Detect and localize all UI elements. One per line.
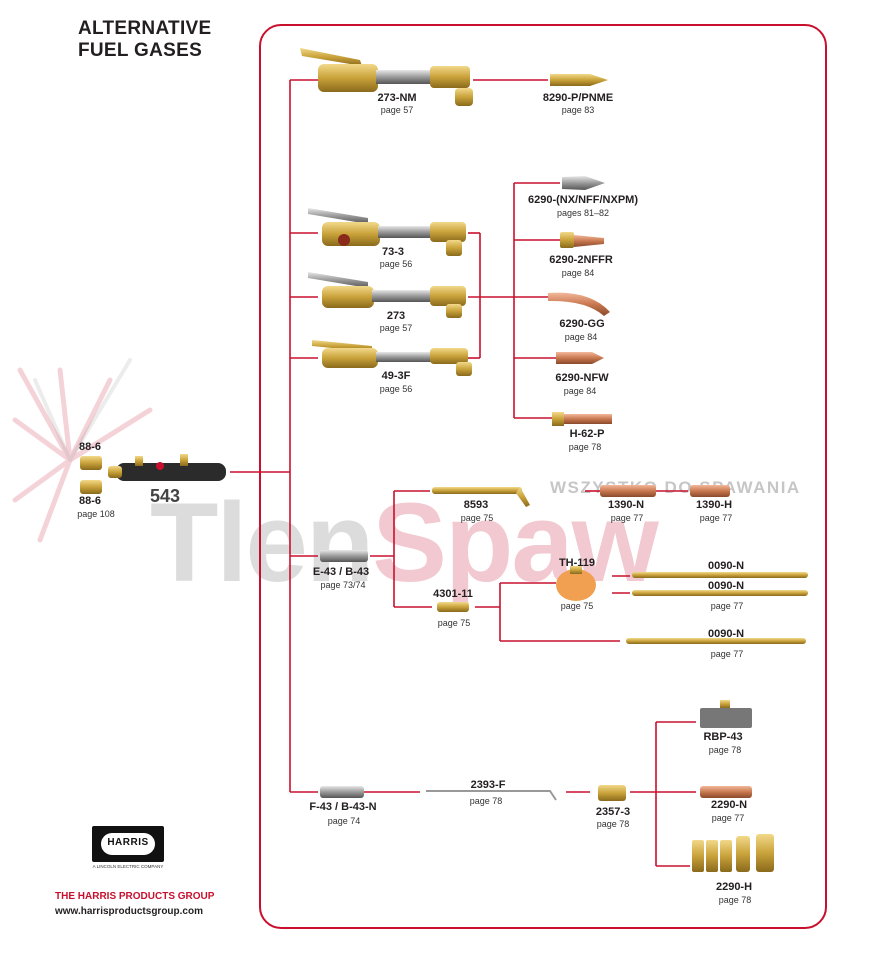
label-1390-h: 1390-H	[695, 499, 733, 511]
page-273-nm: page 57	[380, 105, 414, 115]
label-e-43: E-43 / B-43	[312, 566, 370, 578]
tip-2290-n[interactable]	[700, 786, 752, 798]
tip-8593[interactable]	[432, 487, 530, 507]
logo-subtitle: A LINCOLN ELECTRIC COMPANY	[92, 864, 164, 869]
page-88-6: page 108	[77, 509, 115, 519]
label-0090-n-c: 0090-N	[707, 628, 745, 640]
adapter-e-43[interactable]	[320, 550, 368, 562]
tip-6290-2nffr[interactable]	[560, 232, 604, 248]
page-h-62-p: page 78	[568, 442, 602, 452]
page-2290-n: page 77	[711, 813, 745, 823]
diagram-frame	[259, 24, 827, 929]
tip-6290-nfw[interactable]	[556, 352, 604, 364]
label-1390-n: 1390-N	[607, 499, 645, 511]
logo-word: HARRIS	[107, 837, 149, 848]
tip-6290-gg[interactable]	[548, 292, 610, 316]
label-h-62-p: H-62-P	[569, 428, 605, 440]
label-2290-n: 2290-N	[710, 799, 748, 811]
rod-2393-f[interactable]	[426, 790, 557, 801]
page-th-119: page 75	[560, 601, 594, 611]
adapter-f-43[interactable]	[320, 786, 364, 798]
label-49-3f: 49-3F	[381, 370, 411, 382]
rod-0090-n-c[interactable]	[626, 638, 806, 644]
page-f-43: page 74	[327, 816, 361, 826]
tip-h-62-p[interactable]	[552, 412, 612, 426]
label-2357-3: 2357-3	[595, 806, 631, 818]
page-73-3: page 56	[379, 259, 413, 269]
tip-8290-p-pnme[interactable]	[550, 74, 608, 86]
rod-0090-n-a[interactable]	[632, 572, 808, 578]
fitting-88-6-bottom[interactable]	[80, 480, 102, 494]
label-88-6-top: 88-6	[78, 441, 102, 453]
tip-1390-n[interactable]	[600, 485, 656, 497]
page-0090-n-c: page 77	[710, 649, 744, 659]
handle-543[interactable]	[108, 454, 226, 481]
page-e-43: page 73/74	[320, 580, 366, 590]
page-49-3f: page 56	[379, 384, 413, 394]
label-0090-n-b: 0090-N	[707, 580, 745, 592]
page-8593: page 75	[460, 513, 494, 523]
label-rbp-43: RBP-43	[703, 731, 743, 743]
title-line-2: FUEL GASES	[78, 40, 203, 61]
harris-logo: HARRIS A LINCOLN ELECTRIC COMPANY	[92, 826, 164, 872]
tip-1390-h[interactable]	[690, 485, 730, 497]
watermark-text: TlenSpaw	[150, 478, 659, 607]
label-543: 543	[149, 486, 181, 506]
label-2393-f: 2393-F	[470, 779, 506, 791]
torch-49-3f[interactable]	[312, 340, 472, 376]
torch-273-nm[interactable]	[300, 48, 473, 106]
page-6290-2nffr: page 84	[561, 268, 595, 278]
tips-2290-h[interactable]	[692, 834, 774, 872]
label-th-119: TH-119	[558, 557, 596, 569]
page-0090-n-b: page 77	[710, 601, 744, 611]
page-6290-nfw: page 84	[563, 386, 597, 396]
fitting-88-6-top[interactable]	[80, 456, 102, 470]
logo-badge: HARRIS	[92, 826, 164, 862]
label-2290-h: 2290-H	[715, 881, 753, 893]
tip-th-119[interactable]	[556, 566, 596, 601]
rod-0090-n-b[interactable]	[632, 590, 808, 596]
page-8290: page 83	[561, 105, 595, 115]
page-273: page 57	[379, 323, 413, 333]
label-6290-nfw: 6290-NFW	[555, 372, 609, 384]
label-6290-2nffr: 6290-2NFFR	[549, 254, 613, 266]
torch-73-3[interactable]	[308, 208, 466, 256]
page-2393-f: page 78	[469, 796, 503, 806]
page-1390-h: page 77	[699, 513, 733, 523]
label-8593: 8593	[463, 499, 489, 511]
page-2290-h: page 78	[718, 895, 752, 905]
title-line-1: ALTERNATIVE	[78, 18, 212, 39]
website-link[interactable]: www.harrisproductsgroup.com	[55, 906, 203, 917]
label-6290-gg: 6290-GG	[559, 318, 605, 330]
page-6290-nx: pages 81–82	[556, 208, 610, 218]
label-273-nm: 273-NM	[377, 92, 417, 104]
tip-6290-nx[interactable]	[562, 176, 605, 190]
page-title: ALTERNATIVE FUEL GASES	[78, 18, 211, 62]
label-73-3: 73-3	[381, 246, 405, 258]
label-4301-11: 4301-11	[433, 588, 473, 600]
label-6290-nx: 6290-(NX/NFF/NXPM)	[527, 194, 639, 206]
adapter-4301-11[interactable]	[437, 602, 469, 612]
logo-oval: HARRIS	[101, 833, 155, 855]
torch-273[interactable]	[308, 272, 466, 318]
company-name: THE HARRIS PRODUCTS GROUP	[55, 891, 215, 902]
adapter-2357-3[interactable]	[598, 785, 626, 801]
page-4301-11: page 75	[437, 618, 471, 628]
label-273: 273	[386, 310, 406, 322]
page-rbp-43: page 78	[708, 745, 742, 755]
label-f-43: F-43 / B-43-N	[309, 801, 377, 813]
watermark-part-1: Tlen	[150, 480, 374, 605]
page-1390-n: page 77	[610, 513, 644, 523]
page-6290-gg: page 84	[564, 332, 598, 342]
page-2357-3: page 78	[596, 819, 630, 829]
label-8290: 8290-P/PNME	[542, 92, 614, 104]
label-0090-n-a: 0090-N	[707, 560, 745, 572]
tip-rbp-43[interactable]	[700, 700, 752, 728]
label-88-6-bottom: 88-6	[78, 495, 102, 507]
watermark-part-2: Spaw	[372, 480, 659, 605]
